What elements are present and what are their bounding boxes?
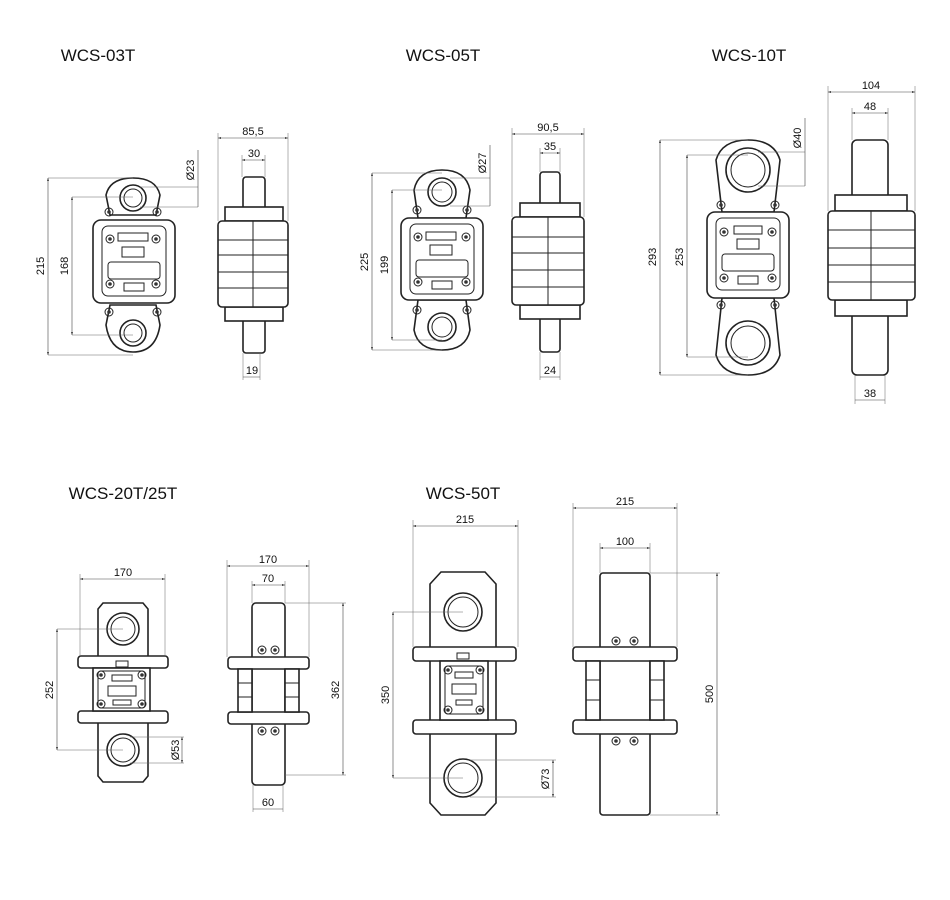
- eye-diameter-dimension: Ø53: [170, 740, 182, 761]
- strap-dimension: 30: [248, 148, 260, 160]
- center-distance-dimension: 168: [59, 257, 71, 275]
- strap-dimension: 48: [864, 101, 876, 113]
- height-dimension: 215: [35, 257, 47, 275]
- front-view: [706, 139, 790, 376]
- center-distance-dimension: 252: [44, 681, 56, 699]
- side-view: [827, 139, 916, 376]
- model-wcs-20t-25t: WCS-20T/25T 170: [44, 484, 346, 812]
- side-view: [227, 602, 310, 786]
- height-dimension: 225: [359, 253, 371, 271]
- height-dimension: 500: [704, 685, 716, 703]
- eye-diameter-dimension: Ø40: [792, 128, 804, 149]
- width-dimension: 104: [862, 80, 880, 92]
- height-dimension: 362: [330, 681, 342, 699]
- side-width-dimension: 170: [259, 554, 277, 566]
- center-distance-dimension: 199: [379, 256, 391, 274]
- model-wcs-03t: WCS-03T 215: [35, 46, 289, 380]
- thickness-dimension: 24: [544, 365, 556, 377]
- strap-dimension: 70: [262, 573, 274, 585]
- front-view: [400, 169, 484, 351]
- model-wcs-10t: WCS-10T 293: [647, 46, 916, 404]
- center-distance-dimension: 253: [674, 248, 686, 266]
- eye-diameter-dimension: Ø73: [540, 769, 552, 790]
- height-dimension: 293: [647, 248, 659, 266]
- front-view: [92, 177, 176, 353]
- front-view: [77, 602, 169, 783]
- eye-diameter-dimension: Ø27: [477, 153, 489, 174]
- side-view: [217, 176, 289, 354]
- model-title: WCS-05T: [406, 46, 481, 65]
- width-dimension: 85,5: [242, 126, 263, 138]
- side-width-dimension: 215: [616, 496, 634, 508]
- model-title: WCS-10T: [712, 46, 787, 65]
- front-width-dimension: 170: [114, 567, 132, 579]
- strap-dimension: 35: [544, 141, 556, 153]
- center-distance-dimension: 350: [380, 686, 392, 704]
- model-title: WCS-03T: [61, 46, 136, 65]
- model-title: WCS-50T: [426, 484, 501, 503]
- side-view: [511, 171, 585, 353]
- side-view: [572, 572, 678, 816]
- width-dimension: 90,5: [537, 122, 558, 134]
- thickness-dimension: 19: [246, 365, 258, 377]
- strap-dimension: 100: [616, 536, 634, 548]
- eye-diameter-dimension: Ø23: [185, 160, 197, 181]
- front-width-dimension: 215: [456, 514, 474, 526]
- thickness-dimension: 38: [864, 388, 876, 400]
- front-view: [412, 571, 517, 816]
- model-title: WCS-20T/25T: [69, 484, 178, 503]
- thickness-dimension: 60: [262, 797, 274, 809]
- model-wcs-05t: WCS-05T 225: [359, 46, 585, 380]
- model-wcs-50t: WCS-50T 215: [380, 484, 720, 816]
